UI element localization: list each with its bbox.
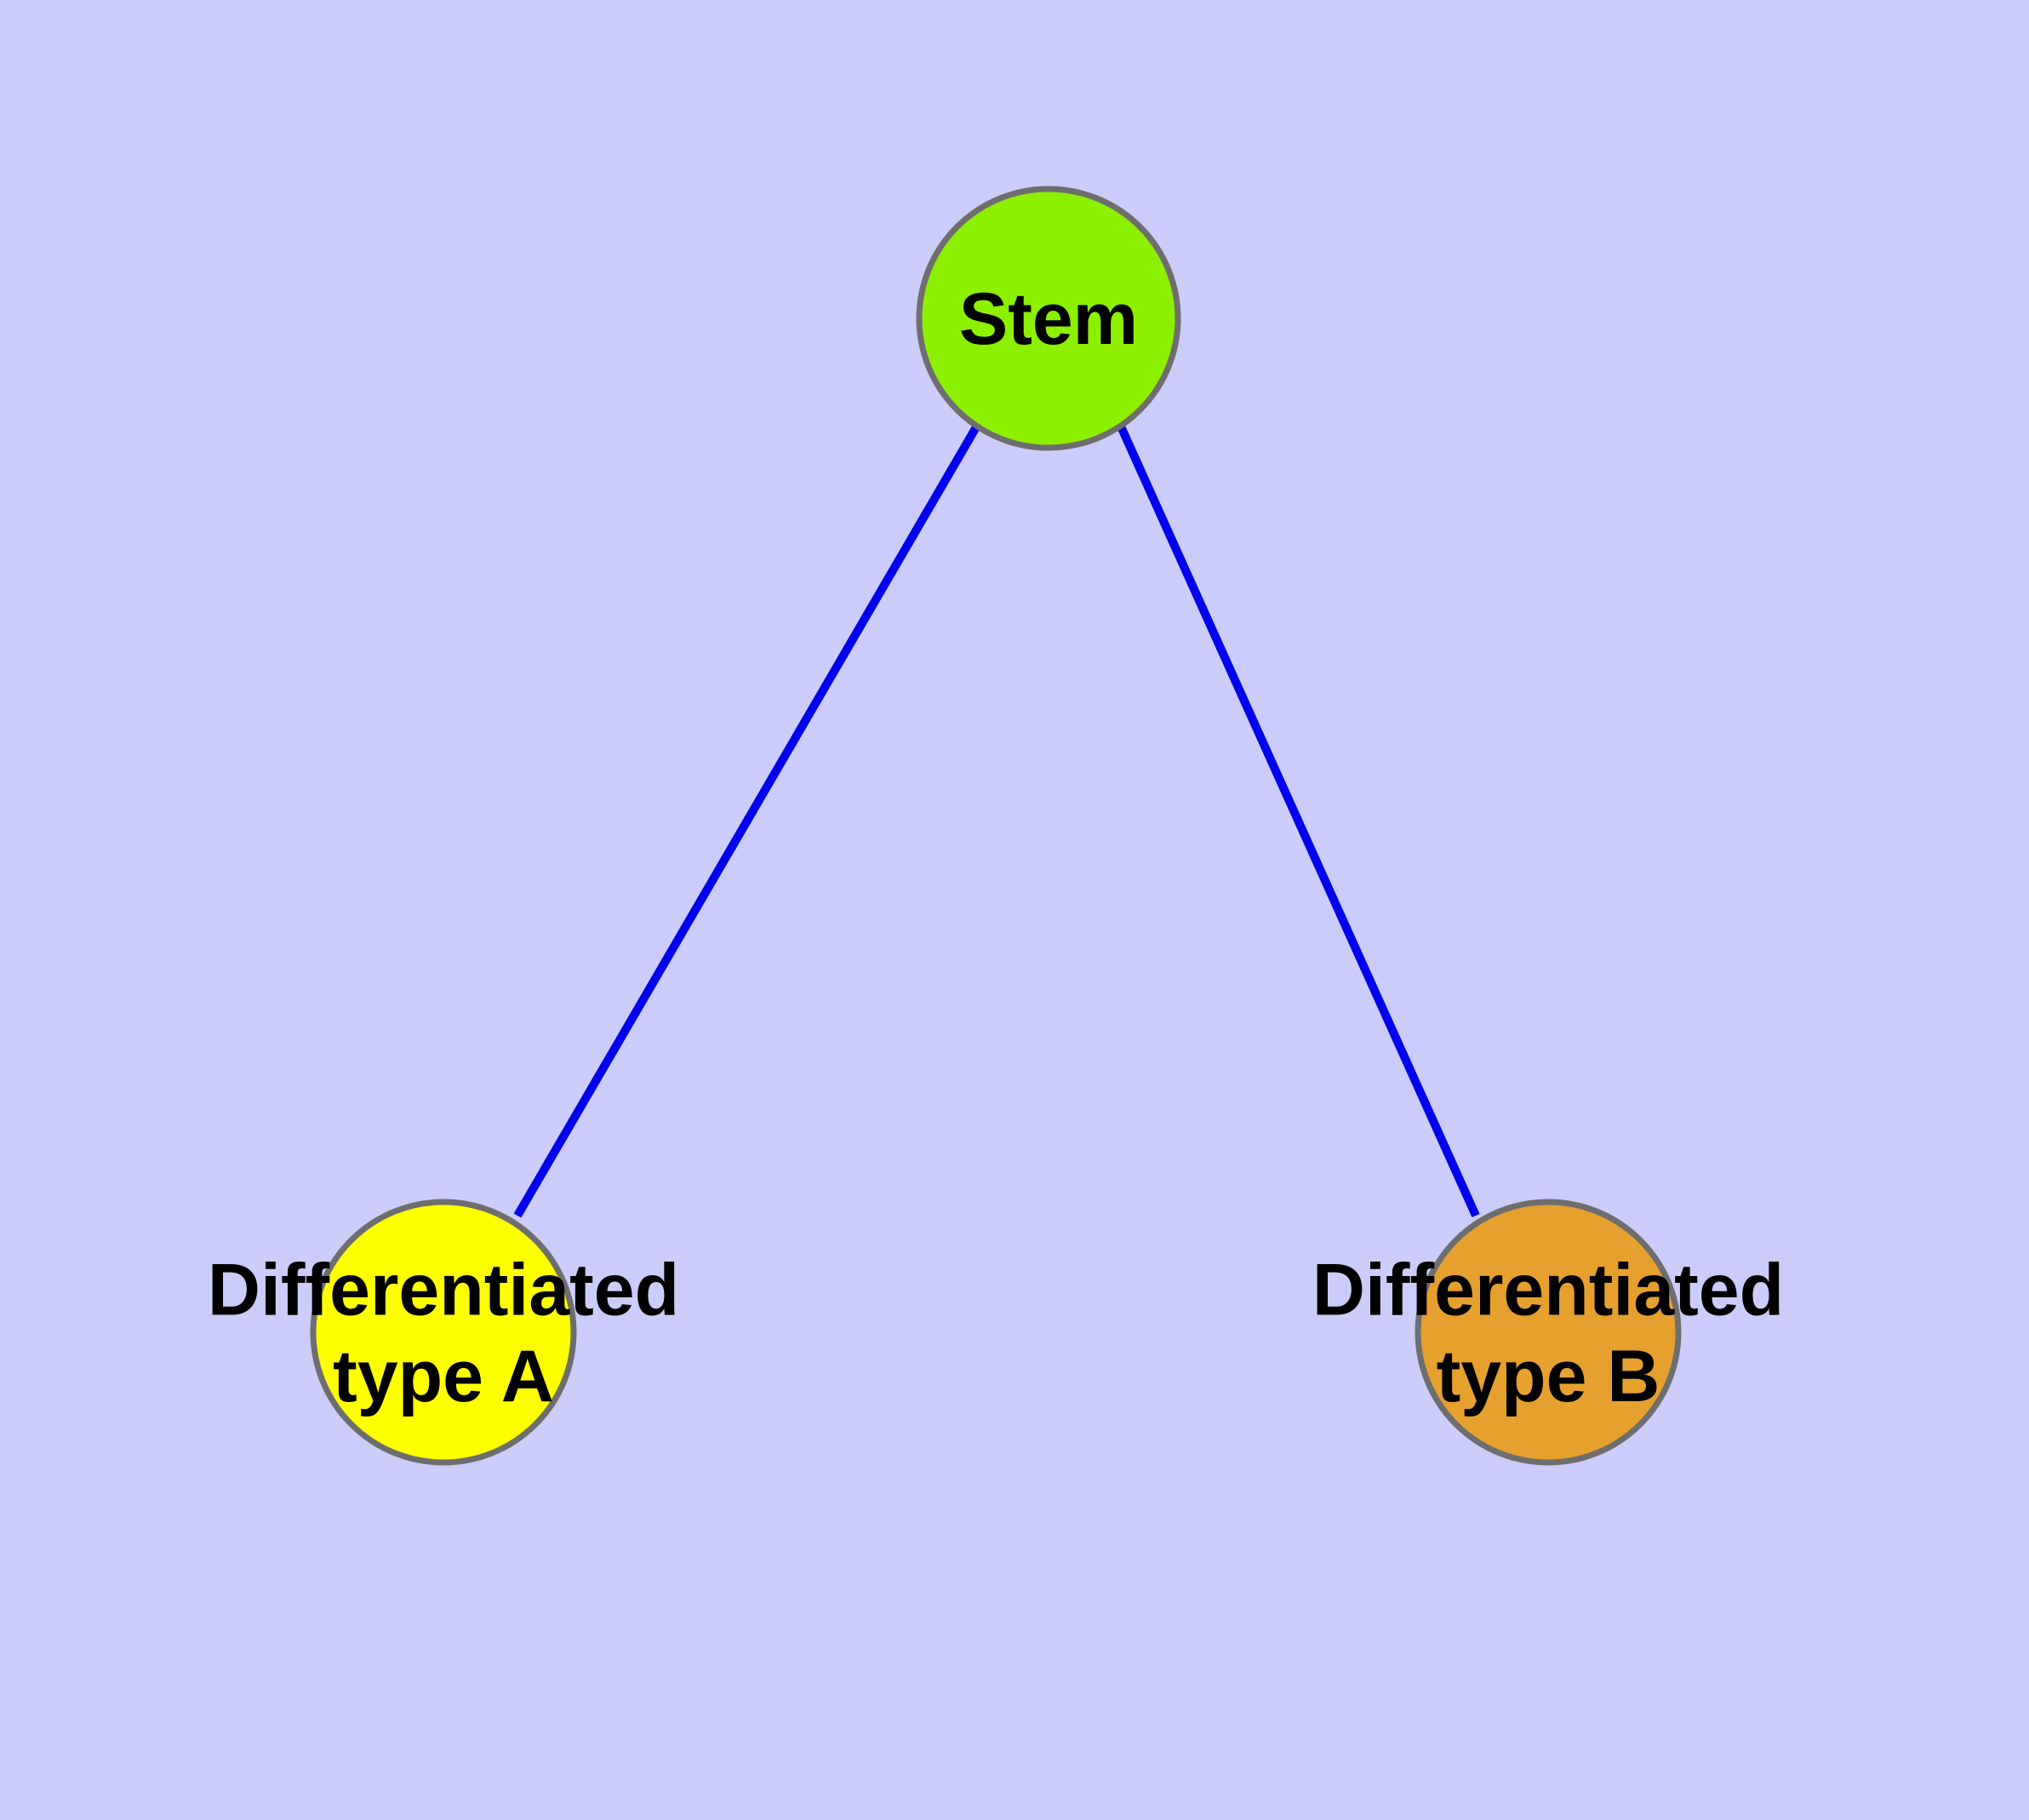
edge-stem-to-diff-b[interactable] [1117, 424, 1480, 1218]
node-label-line: type A [333, 1336, 554, 1417]
node-circle-diff-b[interactable] [1415, 1199, 1682, 1466]
node-stem[interactable]: Stem [916, 186, 1181, 451]
node-label-line: type B [1437, 1336, 1660, 1417]
node-circle-stem[interactable] [916, 186, 1181, 451]
node-label-stem: Stem [959, 278, 1138, 360]
node-label-line: Differentiated [1312, 1249, 1784, 1331]
node-circle-diff-a[interactable] [310, 1199, 577, 1466]
edges-group [513, 423, 1480, 1218]
node-label-line: Differentiated [208, 1249, 679, 1331]
node-label-line: Stem [959, 278, 1138, 360]
edge-stem-to-diff-a[interactable] [513, 423, 981, 1218]
